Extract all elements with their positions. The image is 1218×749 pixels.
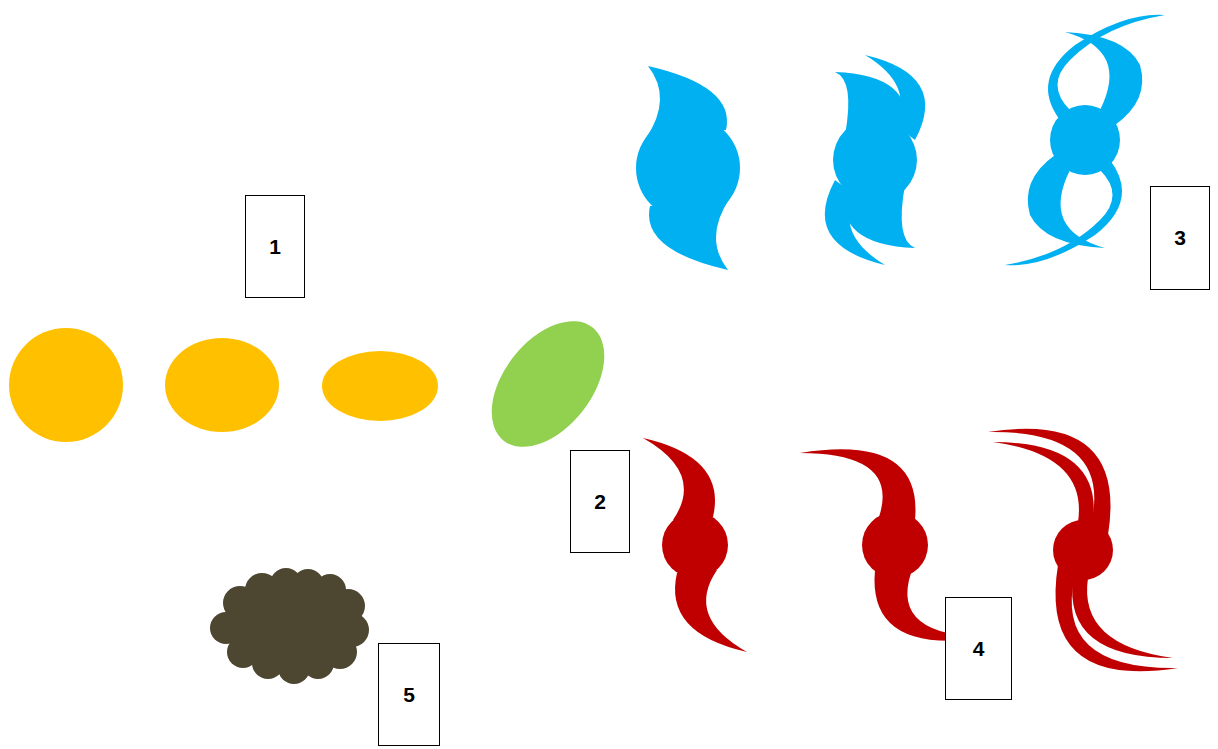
callout-box: 1: [245, 195, 305, 298]
green-ellipse: [469, 300, 627, 468]
callout-box: 4: [945, 597, 1012, 700]
blue-storm-symbol: [825, 55, 925, 265]
callout-number: 3: [1174, 226, 1186, 250]
dark-cloud: [210, 568, 369, 684]
red-storm-symbol: [988, 429, 1178, 672]
red-storm-symbol: [643, 438, 747, 652]
blue-storm-symbol: [1005, 15, 1165, 266]
callout-number: 4: [973, 637, 985, 661]
blue-storm-symbol: [636, 66, 740, 270]
yellow-ellipse: [165, 338, 279, 432]
callout-box: 5: [378, 643, 440, 746]
callout-number: 1: [269, 235, 281, 259]
yellow-circle: [9, 328, 123, 442]
yellow-ellipse: [322, 351, 438, 421]
callout-number: 5: [403, 683, 415, 707]
callout-number: 2: [594, 490, 606, 514]
callout-box: 3: [1150, 186, 1210, 290]
callout-box: 2: [570, 450, 630, 553]
